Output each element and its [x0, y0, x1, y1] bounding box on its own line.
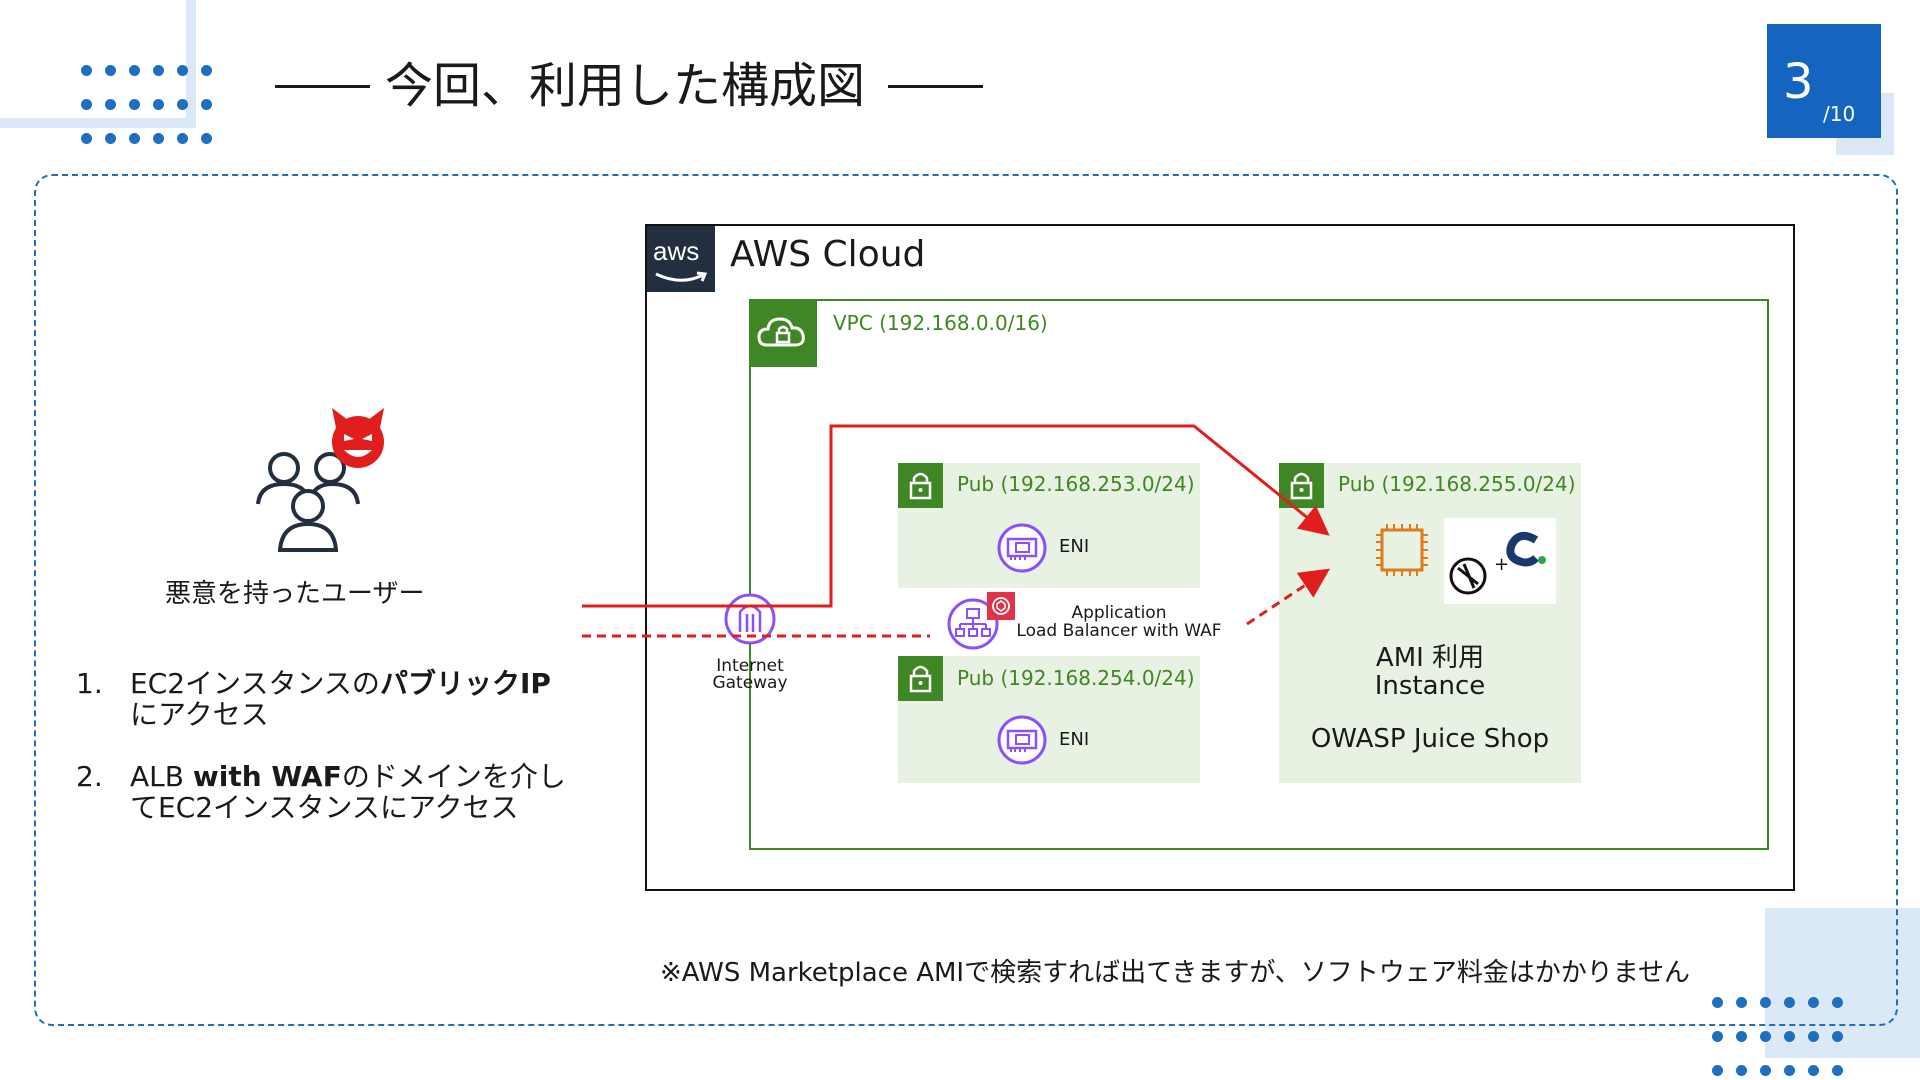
decor-horizontal-band-top: [0, 118, 196, 128]
subnet-2-label: Pub (192.168.254.0/24): [957, 666, 1195, 690]
eni-label-2: ENI: [1059, 729, 1090, 750]
instance-label: AMI 利用 Instance: [1279, 644, 1581, 700]
page-total: /10: [1823, 102, 1856, 126]
igw-label-line-1: Internet: [716, 656, 784, 676]
vpc-cloud-lock-icon: [749, 299, 817, 367]
aws-logo-icon: aws: [647, 226, 715, 292]
attack-path-alb-dashed-2: [1246, 568, 1330, 626]
owasp-logo-icon: +: [1444, 518, 1556, 604]
title-rule-left: [275, 85, 370, 88]
devil-icon: [326, 406, 390, 472]
subnet-1-label: Pub (192.168.253.0/24): [957, 472, 1195, 496]
title-rule-right: [888, 85, 983, 88]
eni-icon: [996, 522, 1048, 574]
alb-label: Application Load Balancer with WAF: [1006, 604, 1232, 640]
attack-path-public-ip: [582, 424, 1330, 608]
aws-cloud-label: AWS Cloud: [730, 234, 926, 275]
instance-app-label: OWASP Juice Shop: [1310, 724, 1550, 754]
step-1-bold: パブリックIP: [379, 667, 551, 700]
subnet-lock-icon: [898, 656, 943, 701]
step-2-text: ALB: [130, 760, 193, 793]
step-1-number: 1.: [76, 667, 103, 700]
waf-icon: [987, 592, 1015, 620]
igw-label: Internet Gateway: [690, 658, 810, 692]
step-1-line-2: にアクセス: [130, 698, 269, 731]
decor-vertical-band-top: [186, 0, 196, 128]
subnet-2: [898, 656, 1200, 783]
subnet-3-label: Pub (192.168.255.0/24): [1338, 472, 1576, 496]
step-2-number: 2.: [76, 760, 103, 793]
aws-logo-text: aws: [653, 236, 700, 266]
vpc-label: VPC (192.168.0.0/16): [833, 311, 1048, 335]
instance-line-1: AMI 利用: [1375, 643, 1485, 673]
step-2-line-1: ALB with WAFのドメインを介し: [130, 761, 600, 792]
alb-label-line-1: Application: [1071, 603, 1167, 623]
step-2-line-2: てEC2インスタンスにアクセス: [130, 791, 519, 824]
subnet-lock-icon: [898, 463, 943, 508]
subnet-1: [898, 463, 1200, 588]
slide-title: 今回、利用した構成図: [385, 58, 866, 114]
eni-icon: [996, 714, 1048, 766]
users-icon: [254, 446, 364, 554]
decor-dot-grid-bottom-right: [1712, 997, 1843, 1076]
step-1-text: EC2インスタンスの: [130, 667, 380, 700]
alb-icon: [946, 597, 1000, 651]
page-number: 3: [1783, 54, 1814, 110]
footnote: ※AWS Marketplace AMIで検索すれば出てきますが、ソフトウェア料…: [660, 958, 1691, 988]
step-2-bold: with WAF: [192, 760, 342, 793]
ec2-chip-icon: [1372, 520, 1432, 580]
igw-label-line-2: Gateway: [712, 673, 788, 693]
vpc-group: [749, 299, 1769, 850]
eni-label-1: ENI: [1059, 536, 1090, 557]
step-2-text-post: のドメインを介し: [341, 760, 566, 793]
svg-text:+: +: [1494, 554, 1509, 575]
user-label: 悪意を持ったユーザー: [165, 579, 425, 609]
content-frame: [34, 174, 1898, 1026]
alb-label-line-2: Load Balancer with WAF: [1016, 621, 1222, 641]
page-number-badge: 3 /10: [1767, 24, 1881, 138]
instance-line-2: Instance: [1374, 671, 1486, 701]
step-1-line-1: EC2インスタンスのパブリックIP: [130, 668, 600, 699]
aws-smile-icon: [655, 271, 708, 282]
decor-dot-grid-top-left: [81, 65, 212, 144]
aws-cloud-group: [645, 224, 1795, 891]
